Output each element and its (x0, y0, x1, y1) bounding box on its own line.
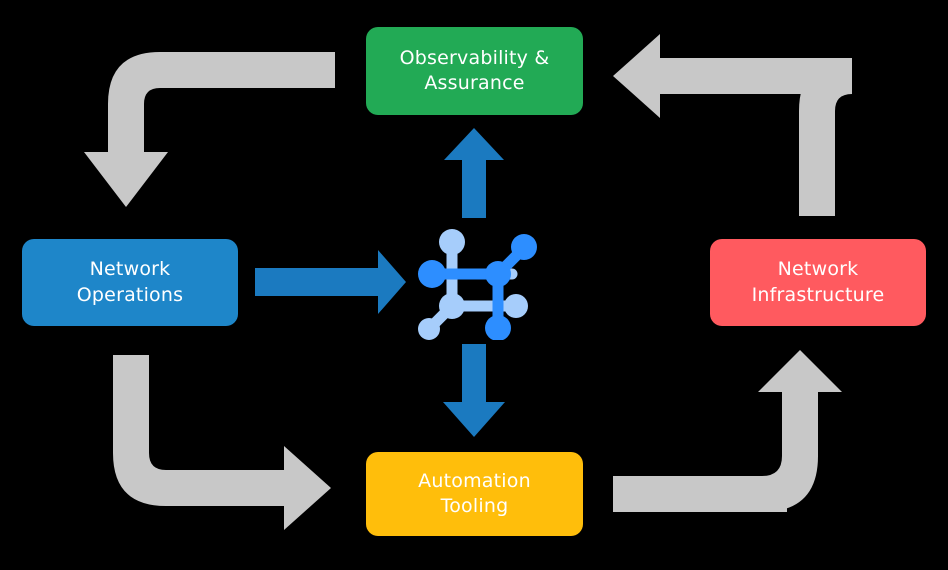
network-topology-icon (418, 229, 537, 340)
node-label: Automation Tooling (418, 469, 531, 517)
connector-network-infrastructure-to-observability (613, 34, 852, 216)
node-label: Network Operations (76, 258, 184, 306)
node-network-operations[interactable]: Network Operations (22, 239, 238, 326)
connector-observability-to-network-operations (84, 52, 335, 207)
connector-network-operations-to-automation-tooling (113, 355, 331, 530)
arrow-center-to-observability (444, 128, 504, 218)
arrow-center-to-automation-tooling (443, 344, 505, 437)
node-automation-tooling[interactable]: Automation Tooling (366, 452, 583, 536)
node-label: Network Infrastructure (751, 258, 885, 306)
arrow-network-operations-to-center (255, 250, 406, 314)
connector-automation-tooling-to-network-infrastructure (613, 350, 842, 512)
node-network-infrastructure[interactable]: Network Infrastructure (710, 239, 926, 326)
node-observability-and-assurance[interactable]: Observability & Assurance (366, 27, 583, 115)
node-label: Observability & Assurance (399, 46, 550, 94)
